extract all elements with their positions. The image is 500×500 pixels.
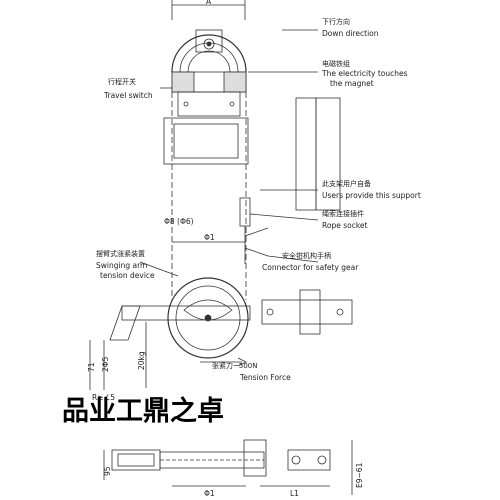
leader-safety-gear (267, 255, 319, 263)
rope-socket (239, 197, 251, 227)
dim-2phi5-label: 2Φ5 (101, 356, 110, 372)
label-safety-gear-en: Connector for safety gear (262, 263, 359, 272)
dim-95-label: 95 (103, 466, 112, 476)
bottom-bracket (111, 449, 161, 471)
bracket-bolt (183, 101, 189, 107)
dim-l1-label: L1 (290, 489, 299, 498)
arm-pivot-bracket (109, 305, 141, 341)
label-rope-socket-en: Rope socket (322, 221, 368, 230)
mount-bolt (336, 308, 344, 316)
tension-force-zh: 张紧力~500N (212, 361, 257, 370)
electromagnet (171, 71, 195, 93)
dim-71-label: 71 (87, 362, 96, 372)
support-frame (163, 117, 249, 165)
pulley-axle (204, 314, 212, 322)
label-electromagnet-en: The electricity touches (321, 69, 408, 78)
governor-bracket (177, 91, 241, 117)
label-down-direction-en: Down direction (322, 29, 379, 38)
bottom-switch (243, 439, 267, 477)
label-down-direction-zh: 下行方向 (322, 17, 350, 26)
label-electromagnet-en2: the magnet (330, 79, 374, 88)
swinging-arm (121, 305, 251, 321)
leader-swinging-arm (139, 261, 179, 277)
label-support-zh: 此支架用户自备 (322, 179, 371, 188)
clamp-bolt (317, 455, 327, 465)
pulley-spoke (183, 299, 233, 321)
governor-hub (203, 38, 215, 50)
dim-63-label: E9~61 (355, 462, 364, 488)
label-support-en: Users provide this support (322, 191, 421, 200)
leader-rope-socket (249, 213, 319, 221)
support-column (295, 97, 317, 211)
governor-axle (206, 41, 212, 47)
tension-force-arrowhead (237, 357, 247, 367)
tension-pulley-rim (175, 285, 241, 351)
dim-weight-label: 20kg (137, 351, 146, 370)
label-travel-switch-zh: 行程开关 (108, 77, 136, 86)
dim-phi8-label: Φ8 (Φ6) (164, 217, 194, 226)
bottom-rope-clamp (287, 449, 331, 471)
clamp-bolt (291, 455, 301, 465)
governor-sheave (171, 34, 247, 73)
bracket-bolt (229, 101, 235, 107)
dim-phi1-bottom-label: Φ1 (204, 489, 215, 498)
safety-gear-lever (244, 247, 269, 257)
label-tension-device-en: tension device (100, 271, 155, 280)
governor-fly-weight (195, 29, 223, 53)
tension-force-en: Tension Force (239, 373, 291, 382)
mount-bolt (266, 308, 274, 316)
watermark-text: 品业工鼎之卓 (62, 395, 224, 427)
label-swinging-arm-zh: 摆臂式涨紧装置 (96, 249, 145, 258)
bottom-bracket-inner (117, 453, 155, 467)
label-swinging-arm-en: Swinging arm (96, 261, 147, 270)
arm-mount-plate (261, 299, 353, 325)
label-electromagnet-zh: 电磁铁组 (322, 59, 350, 68)
support-frame-inner (173, 123, 239, 159)
label-safety-gear-zh: 安全钳机构手柄 (282, 251, 331, 260)
dim-a-label: A (206, 0, 212, 6)
support-column-flange (315, 97, 341, 211)
label-rope-socket-zh: 绳索连接插件 (322, 209, 364, 218)
travel-switch-block (223, 71, 247, 93)
tension-pulley (167, 277, 249, 359)
governor-sheave-groove (187, 50, 231, 73)
arm-mount-column (299, 289, 321, 335)
safety-gear-lever (244, 227, 269, 237)
dim-r-label: R≥∠5 (92, 393, 115, 402)
dim-phi1-mid-label: Φ1 (204, 233, 215, 242)
label-travel-switch-en: Travel switch (103, 91, 153, 100)
